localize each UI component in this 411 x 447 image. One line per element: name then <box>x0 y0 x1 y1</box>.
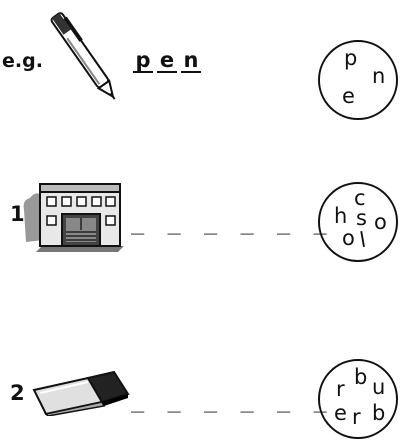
jumbled-letter: b <box>354 365 368 389</box>
item-1-letter-circle: c h s o o l <box>318 182 398 262</box>
jumbled-letter: u <box>372 375 386 399</box>
jumbled-letter: e <box>334 401 347 425</box>
example-letter-circle: p n e <box>318 40 398 120</box>
jumbled-letter: s <box>356 206 367 230</box>
eraser-icon <box>32 370 130 416</box>
jumbled-letter: r <box>352 405 361 429</box>
jumbled-letter: n <box>372 64 386 88</box>
answer-blanks[interactable]: _ _ _ _ _ _ <box>131 210 332 235</box>
jumbled-letter: c <box>354 186 366 210</box>
answer-letter: e <box>157 49 177 73</box>
jumbled-letter: e <box>342 84 355 108</box>
example-label: e.g. <box>2 50 43 72</box>
item-number: 1 <box>10 202 25 226</box>
jumbled-letter: b <box>372 401 386 425</box>
answer-letter: n <box>181 49 201 73</box>
pen-icon <box>50 12 116 100</box>
jumbled-letter: o <box>342 226 355 250</box>
jumbled-letter: o <box>374 210 387 234</box>
jumbled-letter: r <box>336 377 345 401</box>
item-2-letter-circle: b r u e r b <box>318 359 398 439</box>
school-building-icon <box>23 183 124 252</box>
jumbled-letter: h <box>334 204 348 228</box>
item-number: 2 <box>10 381 25 405</box>
answer-letter: p <box>133 49 153 73</box>
answer-blanks[interactable]: _ _ _ _ _ _ <box>131 388 332 413</box>
jumbled-letter: p <box>344 46 358 70</box>
jumbled-letter: l <box>357 227 368 253</box>
